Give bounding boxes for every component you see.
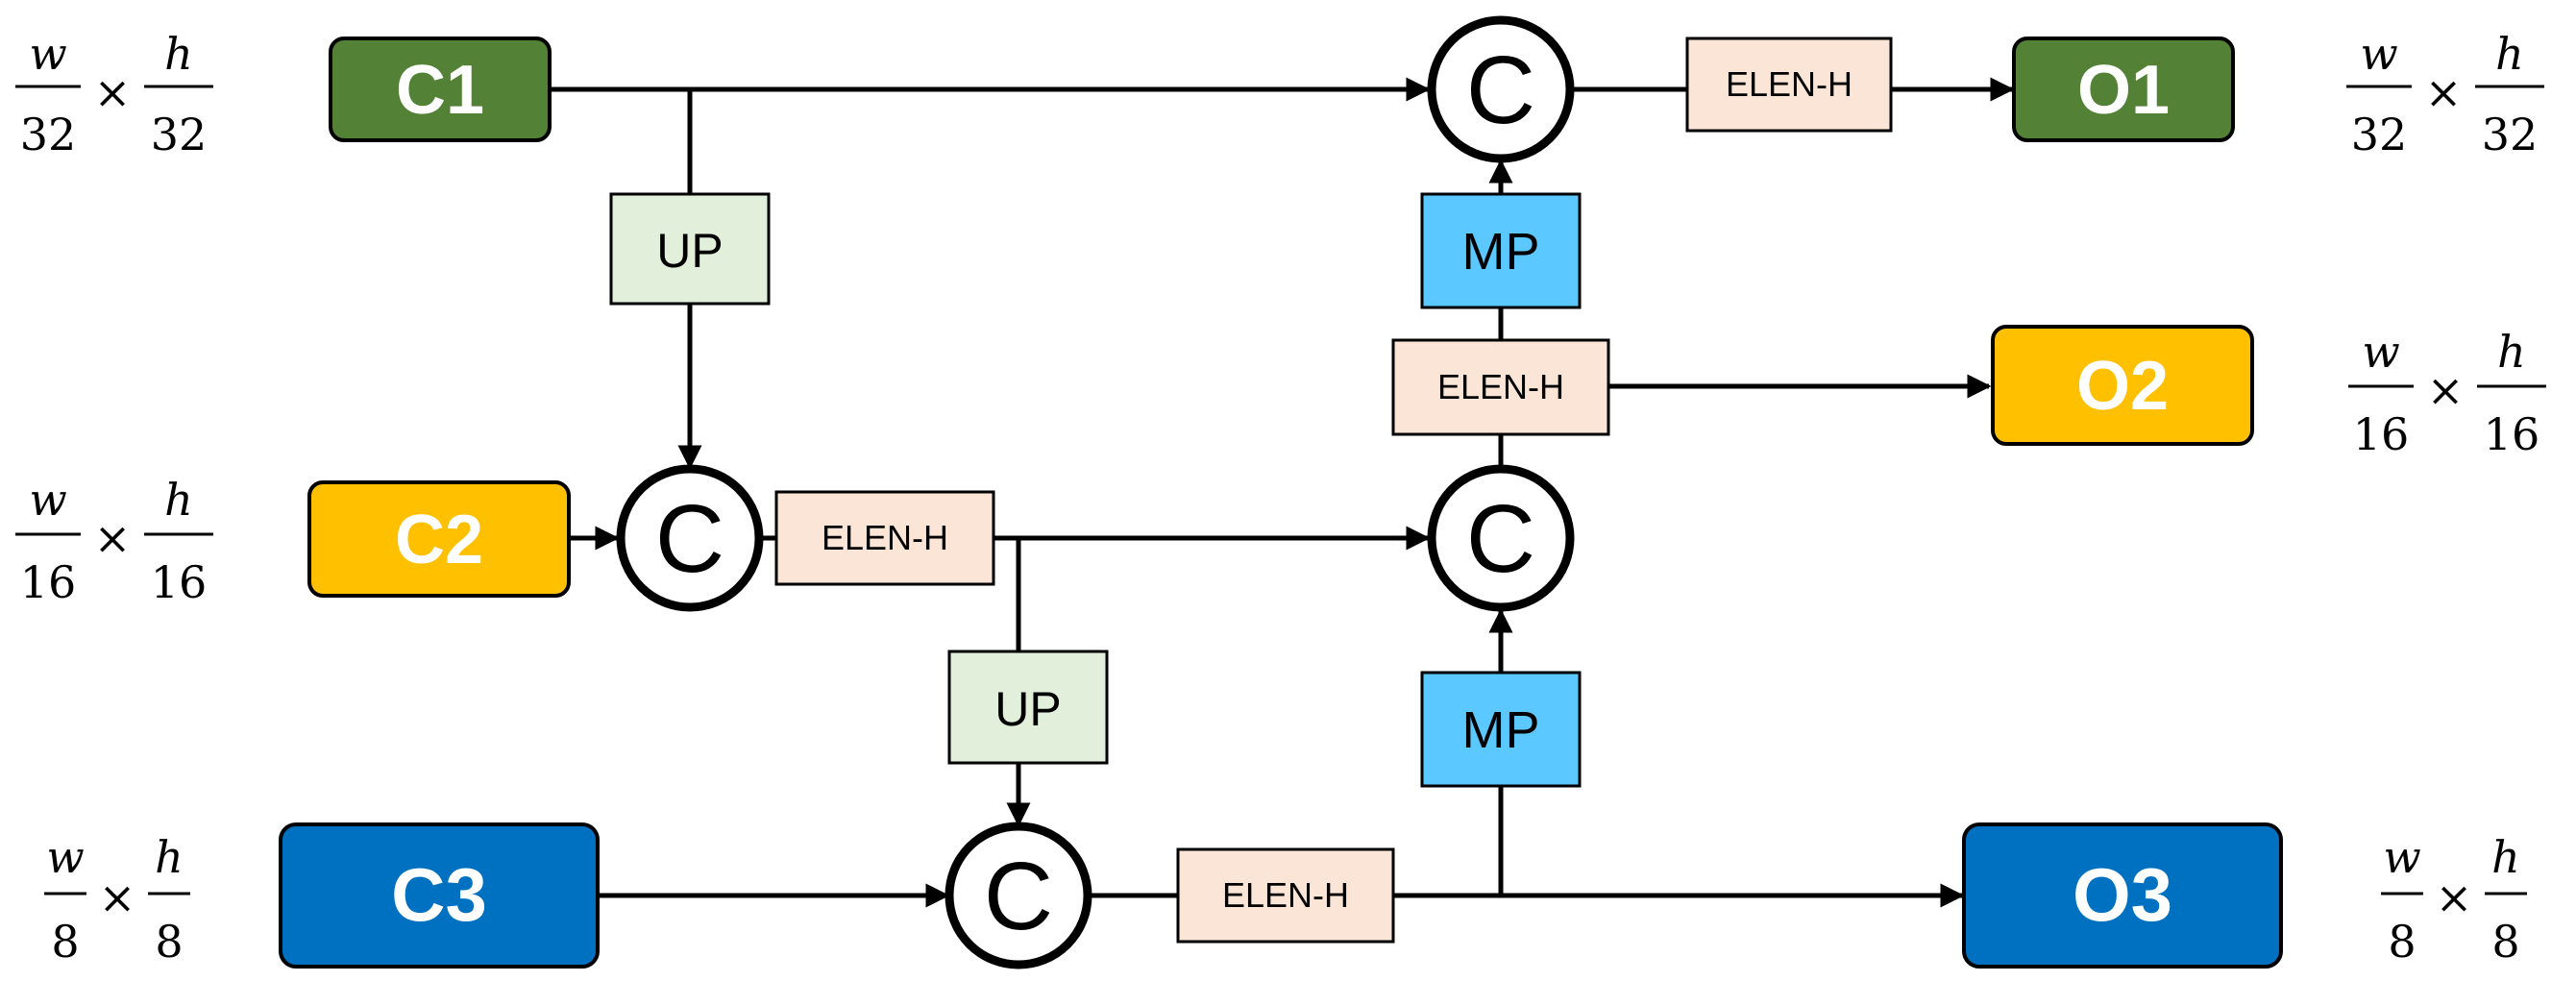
scale-right-o2-h: h <box>2497 326 2526 378</box>
scale-left-c3-times: × <box>99 871 136 923</box>
output-o1: O1 <box>2012 37 2235 142</box>
scale-label-left-c1: w 32 × h 32 <box>15 28 213 160</box>
maxpool-block-top: MP <box>1420 192 1582 309</box>
input-c3-label: C3 <box>391 852 487 937</box>
elen-block-mid-box <box>1391 338 1610 436</box>
output-o2-label: O2 <box>2076 348 2169 425</box>
scale-left-c1-times: × <box>94 66 132 118</box>
scale-right-o3-h: h <box>2491 831 2520 883</box>
scale-label-left-c3: w 8 × h 8 <box>44 831 190 968</box>
concat-node-mid-circle <box>1427 464 1575 612</box>
maxpool-block-bottom-label: MP <box>1462 701 1540 759</box>
concat-node-c2: C <box>616 464 764 612</box>
scale-right-o1-h-den: 32 <box>2482 109 2539 160</box>
elen-block-mid-label: ELEN-H <box>1437 367 1564 406</box>
upsample-block-2: UP <box>947 650 1109 765</box>
scale-label-right-o3: w 8 × h 8 <box>2381 831 2527 968</box>
elen-block-mid: ELEN-H <box>1391 338 1610 436</box>
scale-right-o3-w: w <box>2383 831 2420 883</box>
input-c3: C3 <box>279 822 600 969</box>
upsample-block-1-box <box>609 192 771 306</box>
output-o2-box <box>1991 325 2254 446</box>
concat-node-top-symbol: C <box>1466 37 1535 144</box>
maxpool-block-top-label: MP <box>1462 223 1540 281</box>
scale-right-o3-w-den: 8 <box>2388 916 2416 968</box>
input-c2-label: C2 <box>395 502 483 578</box>
concat-node-c3-symbol: C <box>984 843 1053 950</box>
elen-block-top-label: ELEN-H <box>1726 64 1852 104</box>
scale-left-c1-h-den: 32 <box>151 109 208 160</box>
scale-left-c2-h: h <box>164 474 193 526</box>
elen-block-bottom: ELEN-H <box>1176 847 1395 944</box>
output-o3-label: O3 <box>2073 852 2172 937</box>
maxpool-block-bottom: MP <box>1420 671 1582 788</box>
scale-right-o2-times: × <box>2427 364 2465 416</box>
input-c2: C2 <box>307 480 571 598</box>
scale-right-o1-w: w <box>2360 28 2397 80</box>
upsample-block-2-box <box>947 650 1109 765</box>
elen-block-left-label: ELEN-H <box>822 518 948 557</box>
maxpool-block-bottom-box <box>1420 671 1582 788</box>
scale-left-c2-times: × <box>94 512 132 564</box>
elen-block-left: ELEN-H <box>774 490 995 586</box>
scale-left-c3-h: h <box>155 831 184 883</box>
output-o3: O3 <box>1962 822 2283 969</box>
input-c3-box <box>279 822 600 969</box>
connectors <box>550 77 2015 908</box>
elen-block-top: ELEN-H <box>1685 37 1893 133</box>
scale-left-c2-w-den: 16 <box>20 556 77 608</box>
elen-block-top-box <box>1685 37 1893 133</box>
concat-node-mid-symbol: C <box>1466 485 1535 593</box>
input-c1: C1 <box>329 37 552 142</box>
scale-right-o2-w-den: 16 <box>2353 408 2410 460</box>
concat-node-c2-circle <box>616 464 764 612</box>
scale-label-right-o1: w 32 × h 32 <box>2346 28 2544 160</box>
elen-block-bottom-box <box>1176 847 1395 944</box>
concat-node-c2-symbol: C <box>655 485 724 593</box>
scale-left-c3-h-den: 8 <box>155 916 183 968</box>
scale-label-left-c2: w 16 × h 16 <box>15 474 213 608</box>
concat-node-top-circle <box>1427 15 1575 163</box>
output-o1-box <box>2012 37 2235 142</box>
concat-node-mid: C <box>1427 464 1575 612</box>
scale-right-o3-times: × <box>2436 871 2473 923</box>
upsample-block-2-label: UP <box>994 682 1061 736</box>
elen-block-bottom-label: ELEN-H <box>1222 875 1349 915</box>
scale-label-right-o2: w 16 × h 16 <box>2348 326 2546 460</box>
output-o3-box <box>1962 822 2283 969</box>
output-o1-label: O1 <box>2077 52 2170 129</box>
scale-left-c3-w: w <box>46 831 84 883</box>
scale-left-c1-w: w <box>29 28 66 80</box>
concat-node-top: C <box>1427 15 1575 163</box>
scale-right-o1-h: h <box>2495 28 2524 80</box>
maxpool-block-top-box <box>1420 192 1582 309</box>
output-o2: O2 <box>1991 325 2254 446</box>
scale-left-c2-w: w <box>29 474 66 526</box>
scale-right-o1-w-den: 32 <box>2351 109 2408 160</box>
scale-left-c1-w-den: 32 <box>20 109 77 160</box>
upsample-block-1-label: UP <box>656 224 723 278</box>
upsample-block-1: UP <box>609 192 771 306</box>
elen-block-left-box <box>774 490 995 586</box>
scale-right-o1-times: × <box>2425 66 2463 118</box>
concat-node-c3-circle <box>945 822 1092 969</box>
scale-right-o3-h-den: 8 <box>2491 916 2519 968</box>
input-c1-box <box>329 37 552 142</box>
scale-left-c3-w-den: 8 <box>51 916 79 968</box>
scale-right-o2-h-den: 16 <box>2484 408 2540 460</box>
input-c2-box <box>307 480 571 598</box>
input-c1-label: C1 <box>396 52 484 129</box>
scale-left-c1-h: h <box>164 28 193 80</box>
concat-node-c3: C <box>945 822 1092 969</box>
scale-right-o2-w: w <box>2362 326 2399 378</box>
scale-left-c2-h-den: 16 <box>151 556 208 608</box>
